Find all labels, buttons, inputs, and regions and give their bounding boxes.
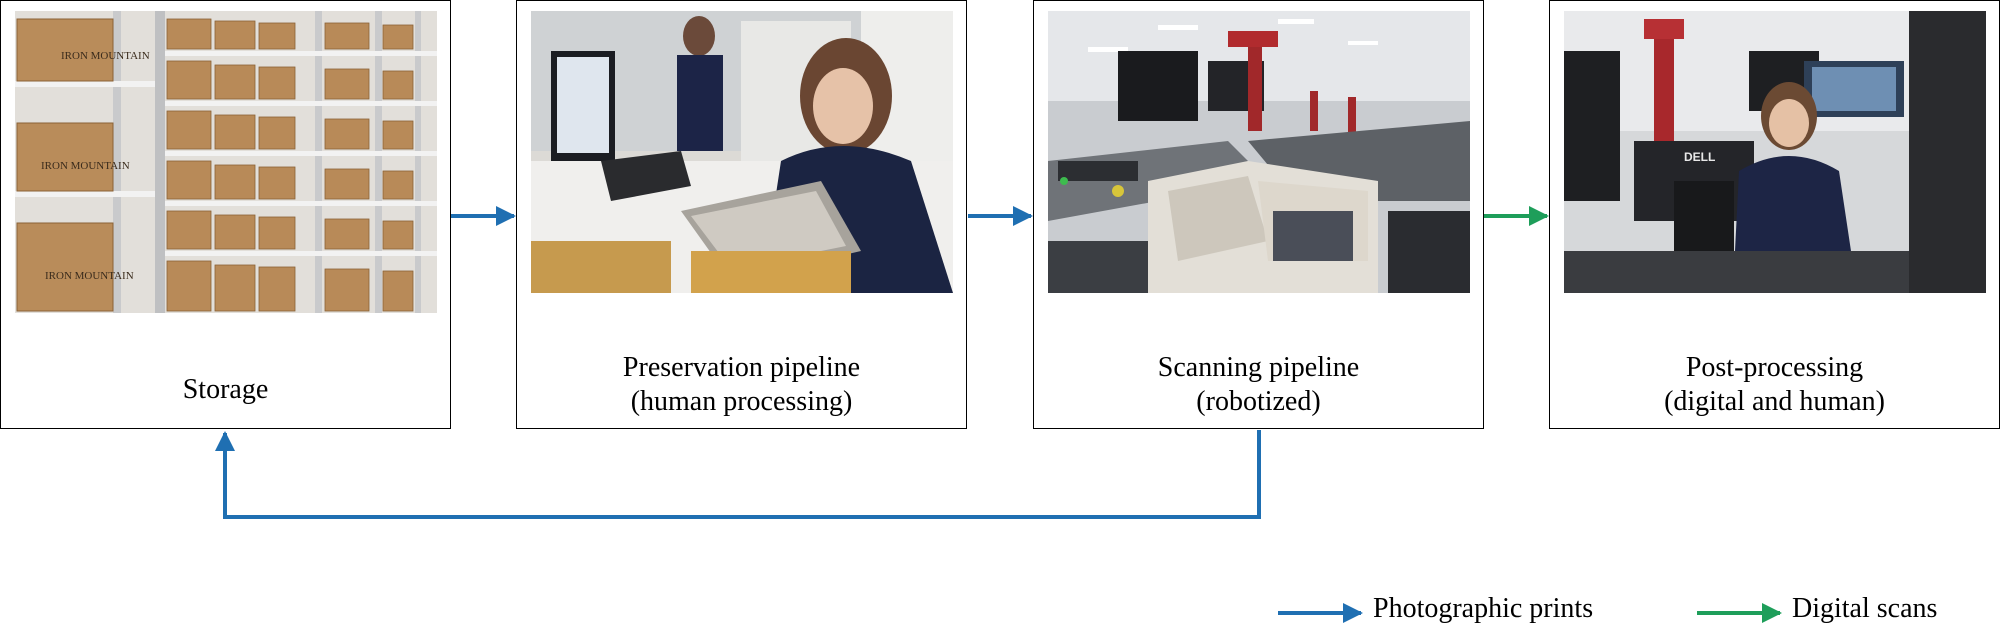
stage-scanning-box: Scanning pipeline (robotized) — [1033, 0, 1484, 429]
stage-label-post: Post-processing (digital and human) — [1550, 351, 1999, 419]
scanning-photo — [1048, 11, 1470, 293]
stage-label-line: (human processing) — [630, 386, 853, 417]
stage-label-preservation: Preservation pipeline (human processing) — [517, 351, 966, 419]
legend-scans-label: Digital scans — [1792, 593, 1938, 624]
stage-storage-box: IRON MOUNTAIN IRON MOUNTAIN IRON MOUNTAI… — [0, 0, 451, 429]
stage-preservation-box: Preservation pipeline (human processing) — [516, 0, 967, 429]
svg-text:IRON MOUNTAIN: IRON MOUNTAIN — [41, 160, 130, 172]
stage-label-line: Post-processing — [1685, 352, 1864, 383]
arrow-scanning-back-to-storage — [215, 430, 1261, 519]
stage-label-line: (digital and human) — [1664, 386, 1885, 417]
storage-photo: IRON MOUNTAIN IRON MOUNTAIN IRON MOUNTAI… — [15, 11, 437, 313]
svg-text:DELL: DELL — [1684, 150, 1715, 164]
stage-label-line: (robotized) — [1196, 386, 1321, 417]
legend-prints-label: Photographic prints — [1373, 593, 1594, 624]
stage-label-line: Preservation pipeline — [622, 352, 861, 383]
stage-label-line: Scanning pipeline — [1157, 352, 1360, 383]
svg-text:IRON MOUNTAIN: IRON MOUNTAIN — [61, 50, 150, 62]
preservation-photo — [531, 11, 953, 293]
stage-label-scanning: Scanning pipeline (robotized) — [1034, 351, 1483, 419]
post-processing-photo: DELL — [1564, 11, 1986, 293]
stage-post-box: DELL Post-processing (digital and human) — [1549, 0, 2000, 429]
stage-label-storage: Storage — [1, 373, 450, 407]
svg-text:IRON MOUNTAIN: IRON MOUNTAIN — [45, 270, 134, 282]
stage-label-line: Storage — [182, 374, 269, 405]
